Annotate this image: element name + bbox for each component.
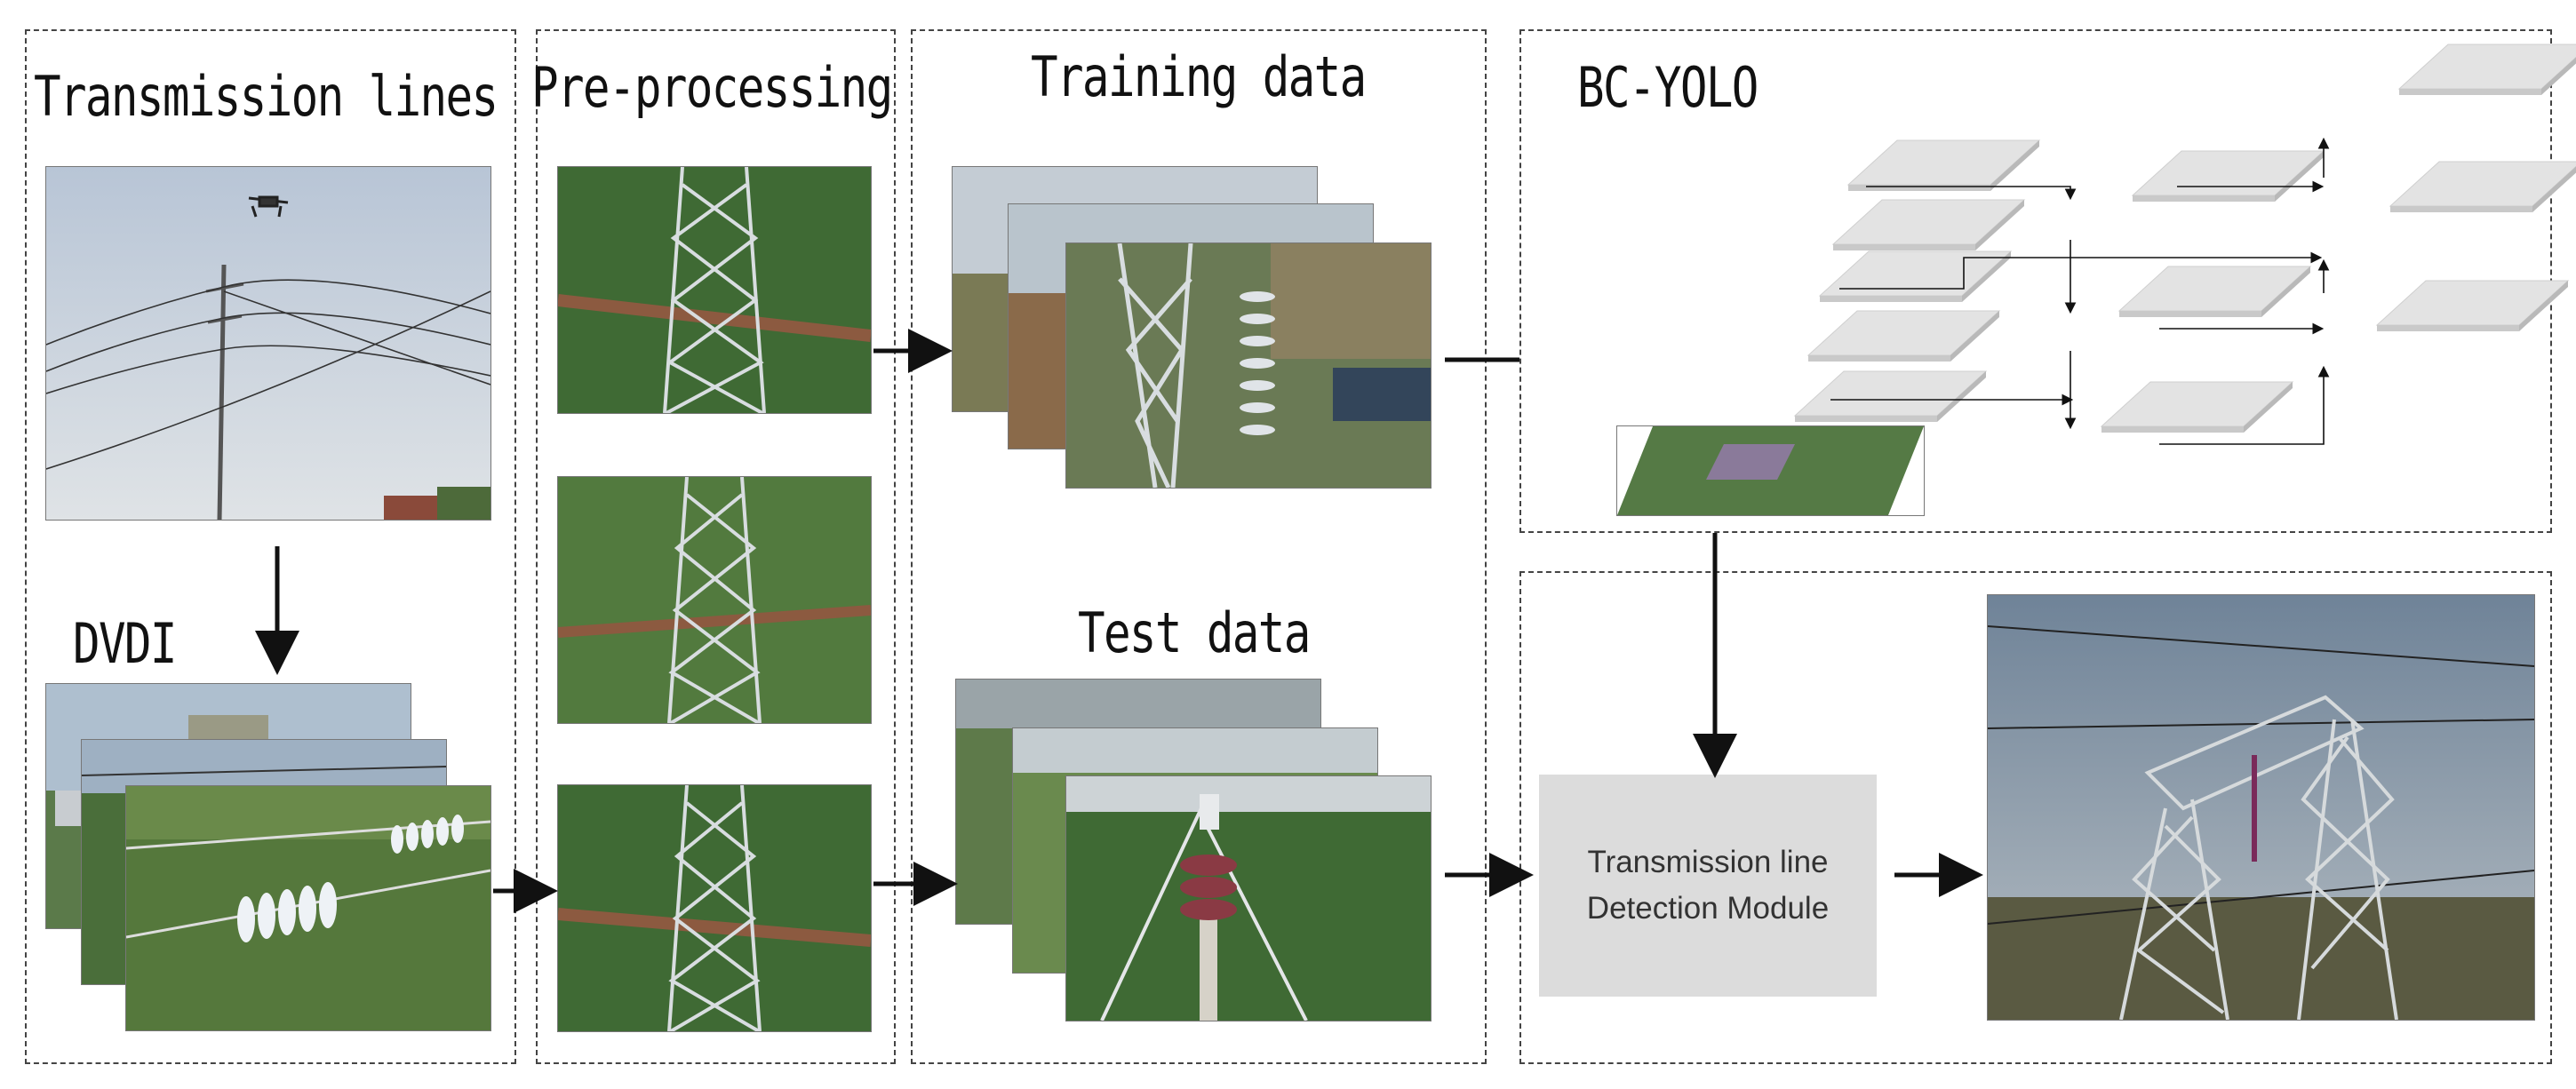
feature-map-plate-edge: [1848, 185, 1990, 191]
feature-map-plate-edge: [1795, 416, 1937, 422]
feature-map-plate: [1846, 139, 2041, 186]
title-training-data: Training data: [1031, 44, 1367, 109]
fpn-arrow-5: [1839, 251, 2323, 290]
photo-bc-yolo-input: [1617, 426, 1924, 515]
photo-dvdi-front: [126, 786, 490, 1030]
photo-transmission-lines: [46, 167, 490, 520]
feature-map-plate-side: [1990, 140, 2039, 191]
feature-map-plate-edge: [1833, 244, 1975, 250]
module-line-2: Detection Module: [1586, 891, 1830, 926]
feature-map-plate-side: [1950, 311, 1999, 362]
title-test-data: Test data: [1078, 600, 1311, 665]
photo-preprocessed-3: [558, 785, 871, 1031]
feature-map-plate: [2117, 266, 2312, 312]
transmission-tower-icon: [663, 167, 766, 413]
feature-map-plate-edge: [2377, 325, 2519, 331]
feature-map-plate: [1793, 370, 1988, 417]
feature-map-plate: [2131, 150, 2325, 196]
photo-detection-result: [1988, 595, 2534, 1020]
feature-map-plate: [1831, 199, 2026, 245]
feature-map-plate-side: [1962, 251, 2011, 302]
feature-map-plate: [2389, 161, 2576, 207]
panel-pre-processing: [536, 29, 896, 1064]
feature-map-plate-side: [2275, 151, 2324, 202]
feature-map-plate-side: [1937, 371, 1986, 422]
title-dvdi: DVDI: [73, 611, 178, 676]
insulator-icon: [237, 815, 464, 942]
fpn-arrow-1: [1866, 186, 2077, 201]
panel-transmission-lines: [25, 29, 516, 1064]
title-bc-yolo: BC-YOLO: [1577, 55, 1759, 120]
feature-map-plate-edge: [2101, 426, 2244, 433]
feature-map-plate-edge: [2390, 206, 2532, 212]
panel-detection: [1519, 571, 2552, 1064]
feature-map-plate-side: [1975, 200, 2024, 250]
feature-map-plate: [1806, 310, 2001, 356]
photo-preprocessed-2: [558, 477, 871, 723]
feature-map-plate-edge: [2133, 195, 2275, 202]
panel-data: [911, 29, 1487, 1064]
title-pre-processing: Pre-processing: [531, 55, 893, 120]
feature-map-plate-side: [2261, 266, 2310, 317]
feature-map-plate-side: [2244, 382, 2293, 433]
feature-map-plate-edge: [1808, 355, 1950, 362]
drone-icon: [248, 195, 289, 218]
photo-preprocessed-1: [558, 167, 871, 413]
module-line-1: Transmission line: [1587, 844, 1829, 879]
transmission-tower-icon: [2119, 695, 2398, 1020]
photo-training-front: [1066, 243, 1431, 488]
fpn-arrow-8: [2159, 365, 2330, 445]
feature-map-plate-side: [2519, 281, 2568, 331]
feature-map-plate-side: [2532, 166, 2576, 212]
feature-map-plate: [2375, 280, 2570, 326]
feature-map-plate-edge: [2119, 311, 2261, 317]
feature-map-plates: [1793, 44, 2576, 433]
feature-map-plate-edge: [2399, 89, 2541, 95]
feature-map-plate-edge: [1820, 296, 1962, 302]
photo-test-front: [1066, 776, 1431, 1021]
feature-map-plate-side: [2541, 57, 2576, 95]
feature-map-plate: [2100, 381, 2294, 427]
title-transmission-lines: Transmission lines: [34, 64, 498, 129]
